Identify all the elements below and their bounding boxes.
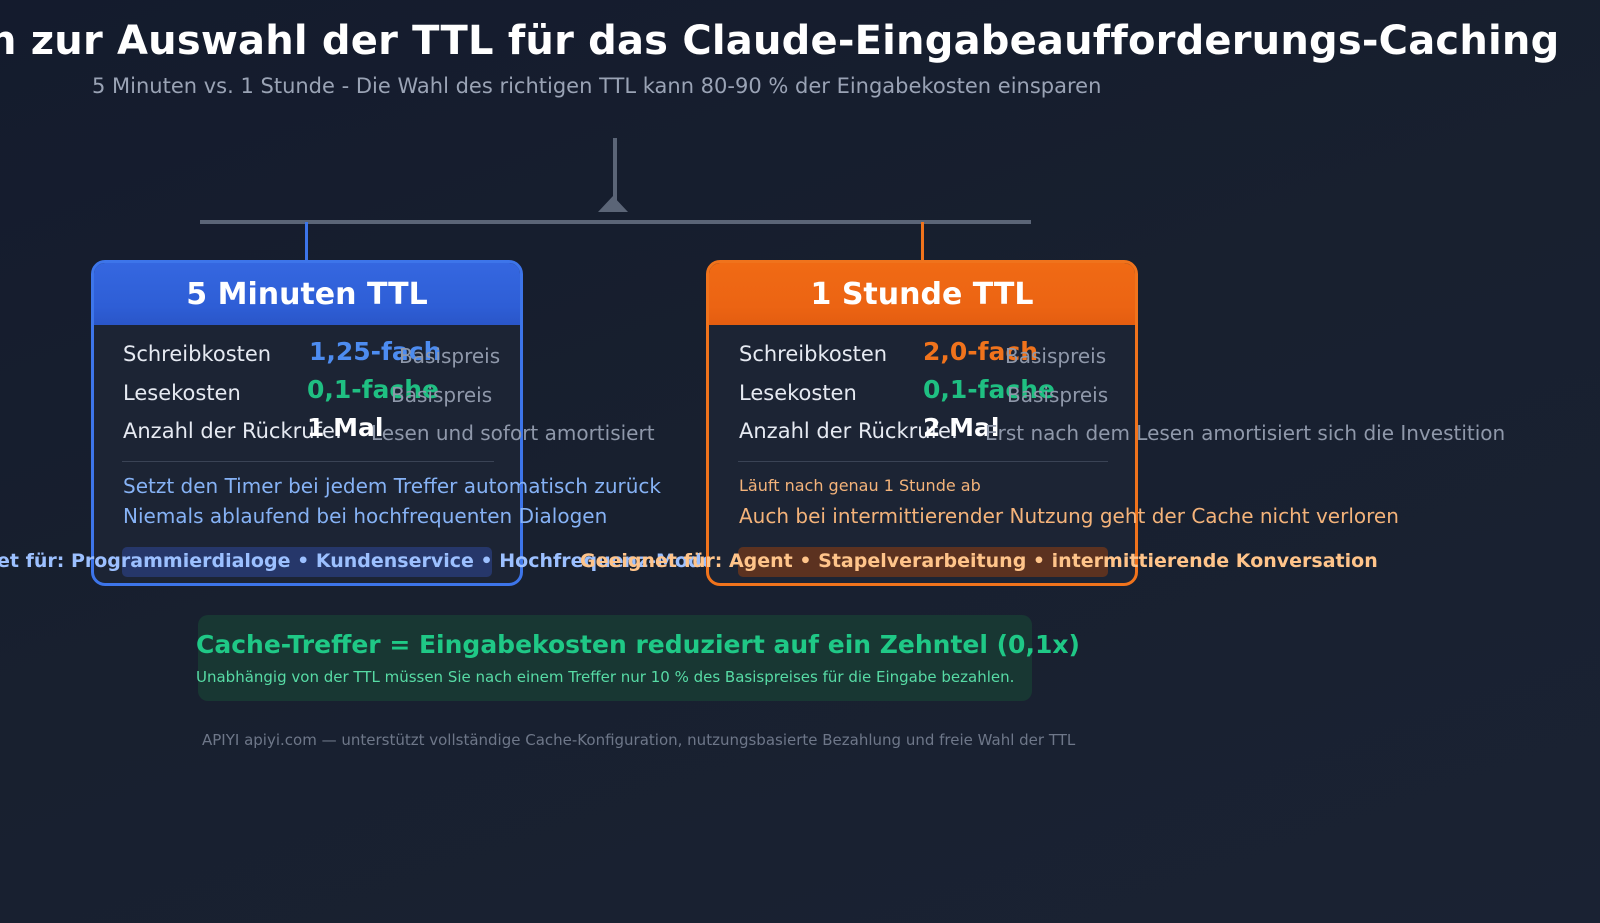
left-write-cost-value: 1,25-fach: [309, 337, 442, 366]
right-write-cost-value: 2,0-fach: [923, 337, 1039, 366]
right-tags-bar: [738, 547, 1108, 577]
right-calls-value: 2 Mal: [923, 413, 1000, 442]
left-feature-1: Setzt den Timer bei jedem Treffer automa…: [123, 474, 661, 498]
left-feature-2: Niemals ablaufend bei hochfrequenten Dia…: [123, 504, 608, 528]
card-1-hour-ttl: 1 Stunde TTL: [706, 260, 1138, 586]
page-subtitle: 5 Minuten vs. 1 Stunde - Die Wahl des ri…: [92, 74, 1102, 98]
right-read-cost-note: Basispreis: [1007, 383, 1109, 407]
left-read-cost-label: Lesekosten: [123, 381, 241, 405]
left-calls-value: 1 Mal: [307, 413, 384, 442]
left-divider: [122, 461, 494, 462]
right-divider: [738, 461, 1108, 462]
left-tags-text: et für: Programmierdialoge • Kundenservi…: [0, 550, 794, 572]
connector-horizontal: [200, 220, 1031, 224]
right-write-cost-label: Schreibkosten: [739, 342, 888, 366]
card-5-minute-ttl-title: 5 Minuten TTL: [94, 263, 520, 325]
banner-headline: Cache-Treffer = Eingabekosten reduziert …: [196, 630, 1080, 659]
footer-text: APIYI apiyi.com — unterstützt vollständi…: [202, 731, 1076, 749]
right-calls-label: Anzahl der Rückrufe:: [739, 419, 958, 443]
left-calls-note: Lesen und sofort amortisiert: [371, 421, 655, 445]
cache-hit-banner: [198, 615, 1032, 701]
card-1-hour-ttl-title: 1 Stunde TTL: [709, 263, 1135, 325]
right-calls-note: Erst nach dem Lesen amortisiert sich die…: [985, 421, 1506, 445]
right-read-cost-value: 0,1-fache: [923, 375, 1055, 404]
connector-trunk: [613, 138, 617, 202]
left-calls-label: Anzahl der Rückrufe:: [123, 419, 342, 443]
right-tags-text: Geeignet für: Agent • Stapelverarbeitung…: [580, 550, 1378, 572]
connector-left-drop: [305, 222, 308, 262]
page-title: n zur Auswahl der TTL für das Claude-Ein…: [0, 18, 1560, 64]
connector-arrow: [598, 196, 628, 212]
left-write-cost-label: Schreibkosten: [123, 342, 272, 366]
right-read-cost-label: Lesekosten: [739, 381, 857, 405]
right-write-cost-note: Basispreis: [1005, 344, 1107, 368]
card-5-minute-ttl: 5 Minuten TTL: [91, 260, 523, 586]
right-feature-2: Auch bei intermittierender Nutzung geht …: [739, 504, 1399, 528]
left-read-cost-note: Basispreis: [391, 383, 493, 407]
left-read-cost-value: 0,1-fache: [307, 375, 439, 404]
connector-right-drop: [921, 222, 924, 262]
banner-detail: Unabhängig von der TTL müssen Sie nach e…: [196, 668, 1015, 686]
right-feature-1: Läuft nach genau 1 Stunde ab: [739, 476, 981, 495]
left-tags-bar: [122, 547, 492, 577]
left-write-cost-note: Basispreis: [399, 344, 501, 368]
